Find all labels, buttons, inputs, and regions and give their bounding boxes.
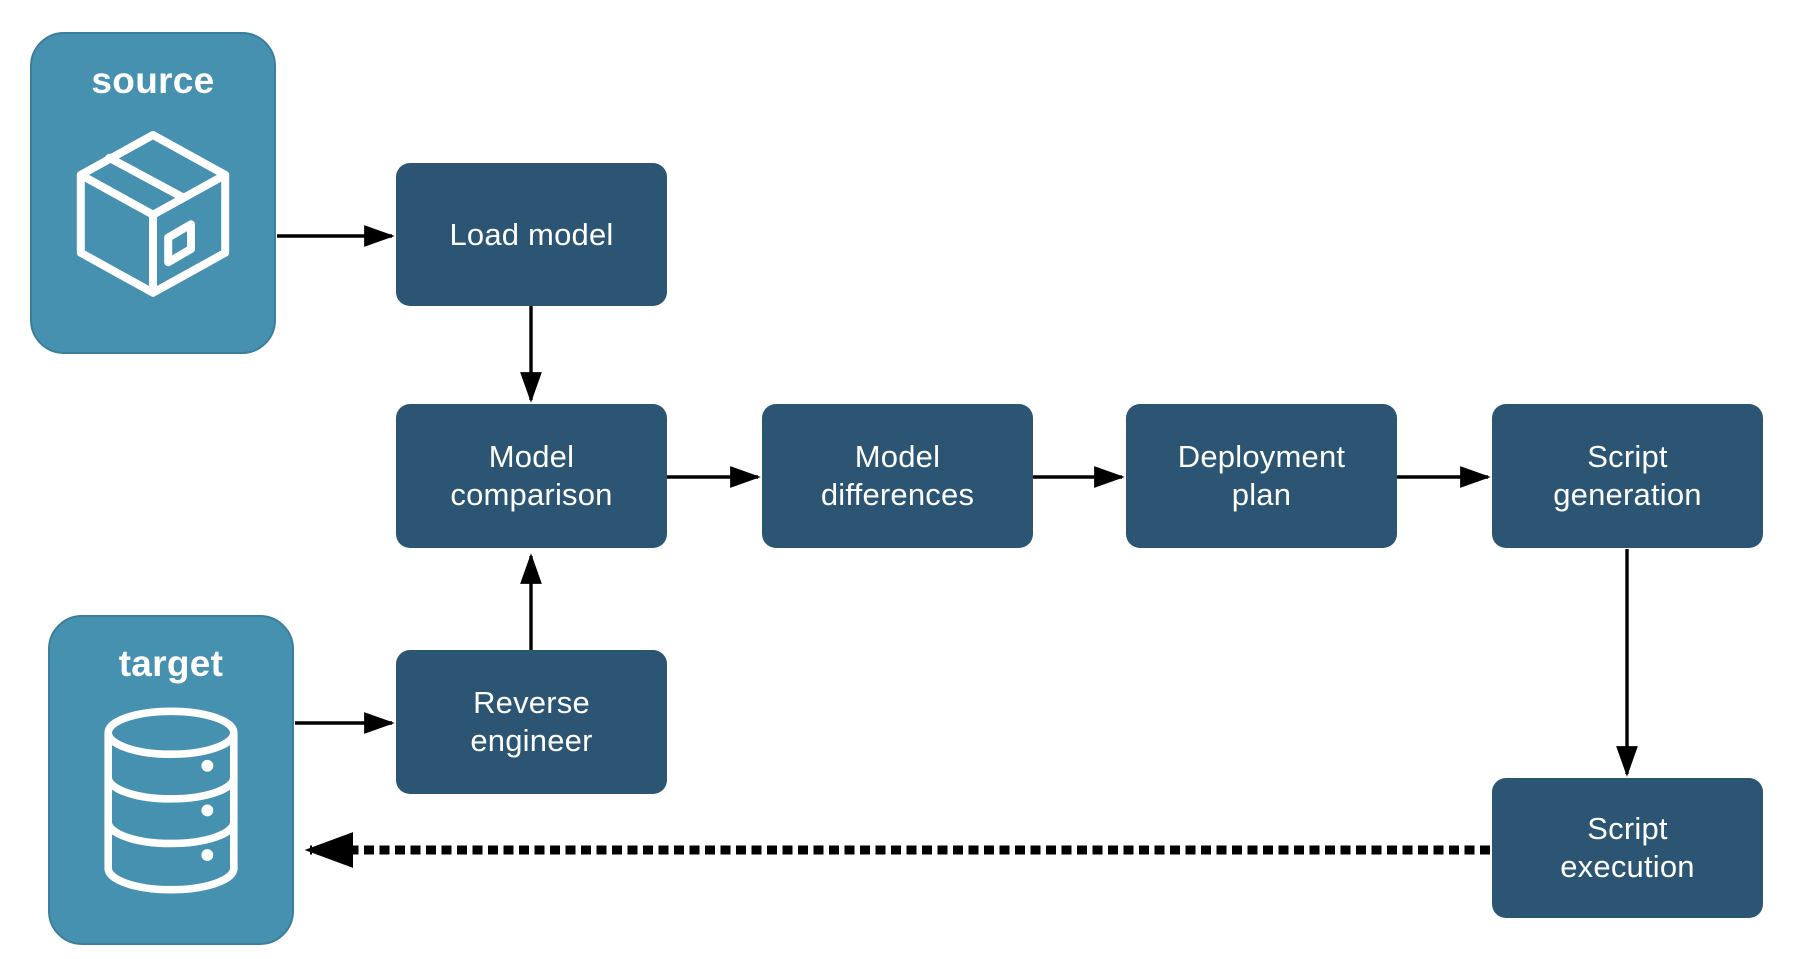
- node-deployment-plan-label: Deployment plan: [1177, 439, 1346, 512]
- package-box-icon: [58, 116, 248, 311]
- node-target-label: target: [118, 643, 224, 684]
- node-script-execution[interactable]: Script execution: [1492, 778, 1763, 918]
- node-source-label: source: [91, 60, 215, 101]
- node-model-comparison[interactable]: Model comparison: [396, 404, 667, 548]
- node-deployment-plan[interactable]: Deployment plan: [1126, 404, 1397, 548]
- node-model-differences[interactable]: Model differences: [762, 404, 1033, 548]
- database-cylinder-icon: [88, 703, 254, 903]
- node-script-generation[interactable]: Script generation: [1492, 404, 1763, 548]
- node-model-comparison-label: Model comparison: [450, 439, 613, 512]
- node-script-execution-label: Script execution: [1560, 811, 1695, 884]
- node-source[interactable]: source: [30, 32, 276, 354]
- node-model-differences-label: Model differences: [820, 439, 975, 512]
- node-load-model[interactable]: Load model: [396, 163, 667, 306]
- node-target[interactable]: target: [48, 615, 294, 945]
- node-reverse-engineer-label: Reverse engineer: [470, 685, 593, 758]
- node-reverse-engineer[interactable]: Reverse engineer: [396, 650, 667, 794]
- node-load-model-label: Load model: [449, 216, 614, 252]
- node-script-generation-label: Script generation: [1553, 439, 1702, 512]
